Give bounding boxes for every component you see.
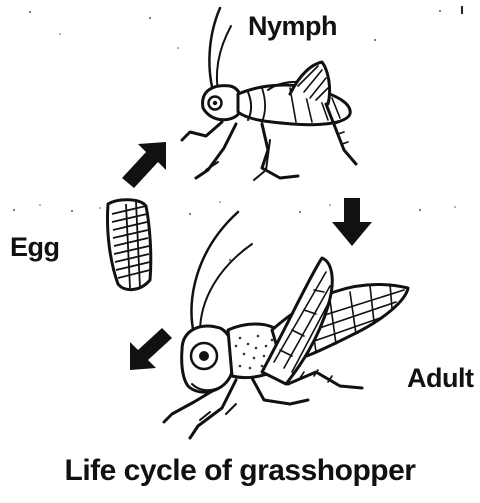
scan-speckles (13, 10, 456, 261)
arrow-icon (130, 328, 172, 370)
adult-grasshopper-icon (164, 212, 408, 438)
stage-label-egg: Egg (10, 232, 60, 263)
stage-label-nymph: Nymph (248, 11, 337, 42)
arrow-icon (122, 142, 166, 188)
stage-label-adult: Adult (407, 363, 473, 394)
arrow-icon (332, 198, 372, 246)
egg-pod-icon (107, 200, 150, 290)
diagram-caption: Life cycle of grasshopper (0, 454, 480, 488)
